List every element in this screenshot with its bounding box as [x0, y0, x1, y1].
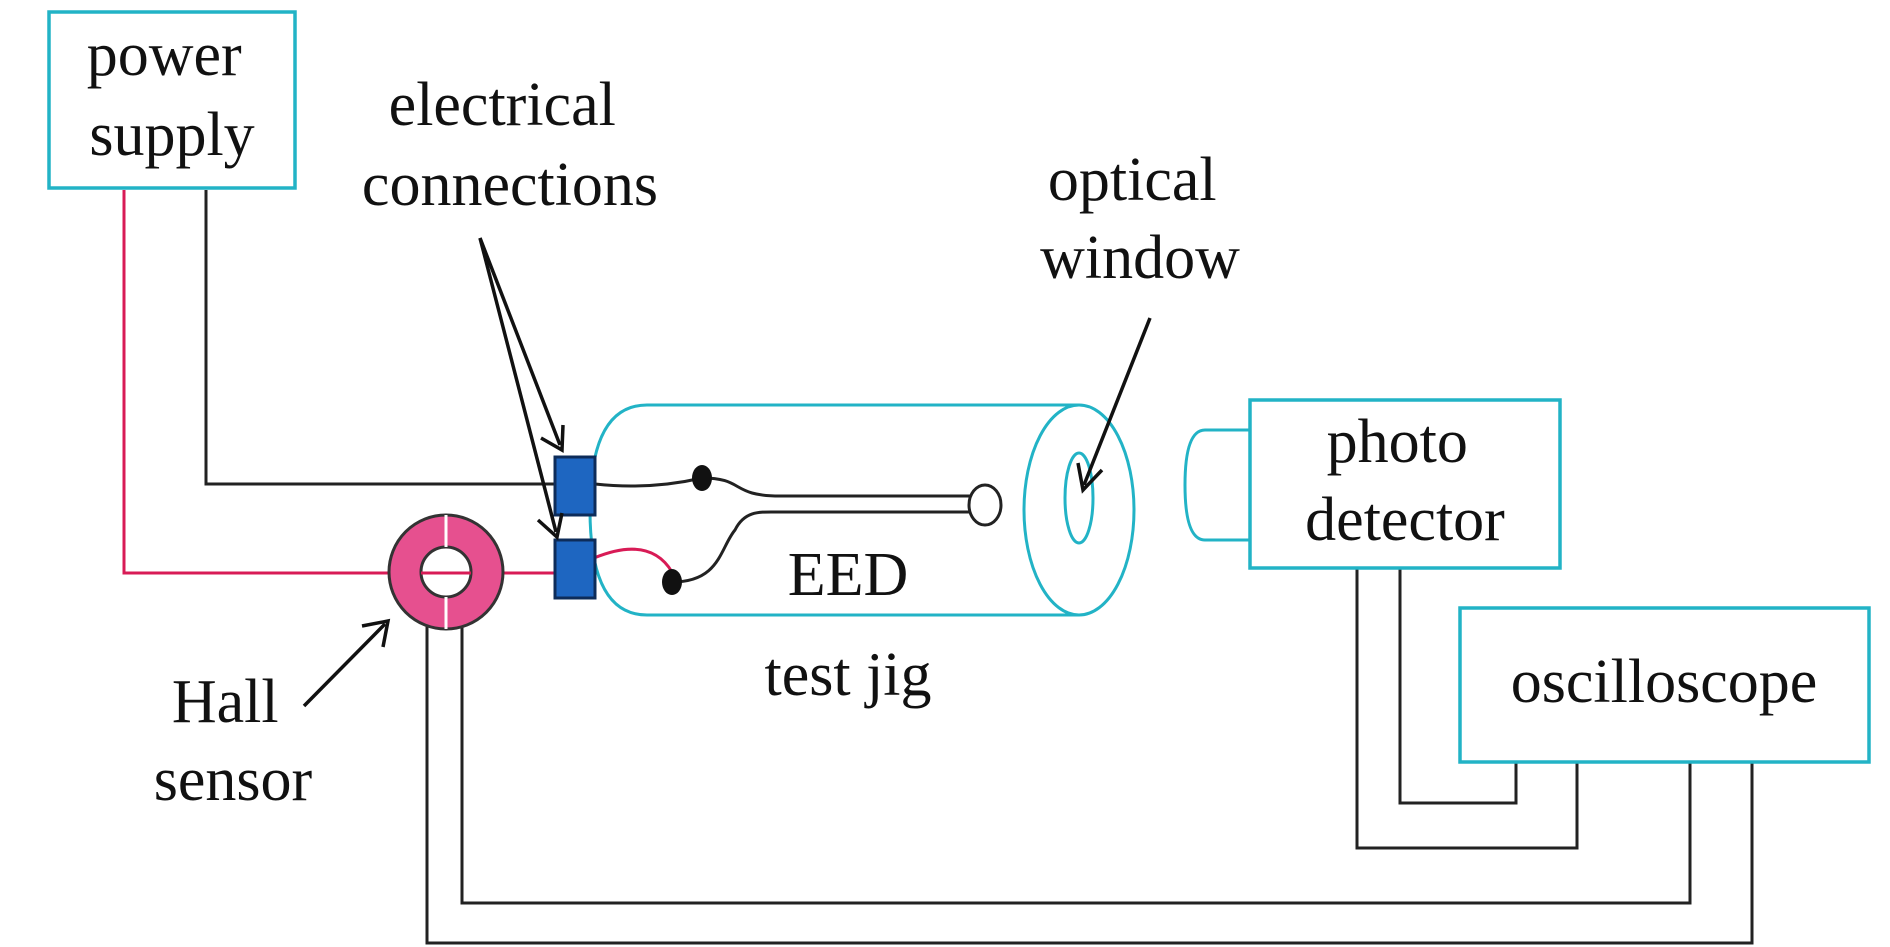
arrow-to-hall-sensor	[302, 622, 387, 708]
test-jig-end-cap	[1022, 403, 1136, 617]
hall-sensor	[387, 513, 505, 631]
hall-sensor-label: Hall sensor	[154, 668, 313, 814]
eed-label: EED	[788, 541, 909, 609]
oscilloscope-label: oscilloscope	[1511, 648, 1818, 716]
optical-window	[1063, 451, 1095, 545]
photo-detector-label: photo detector	[1305, 408, 1505, 554]
photo-detector-lead-outer	[1355, 568, 1579, 850]
photo-detector-box	[1248, 398, 1562, 570]
lower-solder-dot	[662, 569, 682, 595]
arrow-to-lower-connector	[478, 237, 558, 533]
power-supply-box	[47, 10, 297, 190]
upper-solder-dot	[692, 465, 712, 491]
lower-connector-block	[553, 538, 597, 600]
bridgewire-head	[967, 483, 1003, 527]
power-supply-red-wire	[122, 190, 555, 575]
internal-wire-upper	[594, 476, 980, 498]
upper-connector-block	[553, 455, 597, 517]
arrow-to-optical-window	[1082, 317, 1152, 486]
internal-red-wire	[593, 547, 674, 573]
hall-sensor-arrow	[302, 618, 391, 708]
hall-sensor-lead-inner	[460, 612, 1692, 905]
photo-detector-lens	[1183, 428, 1250, 542]
photo-detector-lead-inner	[1398, 568, 1518, 805]
arrowhead-optical-window	[1076, 462, 1104, 494]
power-supply-black-wire	[204, 190, 555, 486]
optical-window-label: optical window	[1040, 146, 1240, 292]
hall-sensor-lead-outer	[425, 612, 1754, 945]
arrowhead-hall-sensor	[361, 618, 391, 648]
arrowhead-upper-connector	[540, 424, 565, 453]
arrow-to-upper-connector	[478, 237, 562, 446]
electrical-connections-arrows	[478, 237, 565, 541]
internal-wire-lower	[671, 510, 980, 584]
electrical-connections-label: electrical connections	[362, 71, 658, 219]
arrowhead-lower-connector	[536, 512, 564, 541]
optical-window-arrow	[1076, 317, 1152, 494]
test-jig-label: test jig	[764, 641, 931, 709]
power-supply-label: power supply	[87, 21, 257, 169]
oscilloscope-box	[1458, 606, 1871, 764]
